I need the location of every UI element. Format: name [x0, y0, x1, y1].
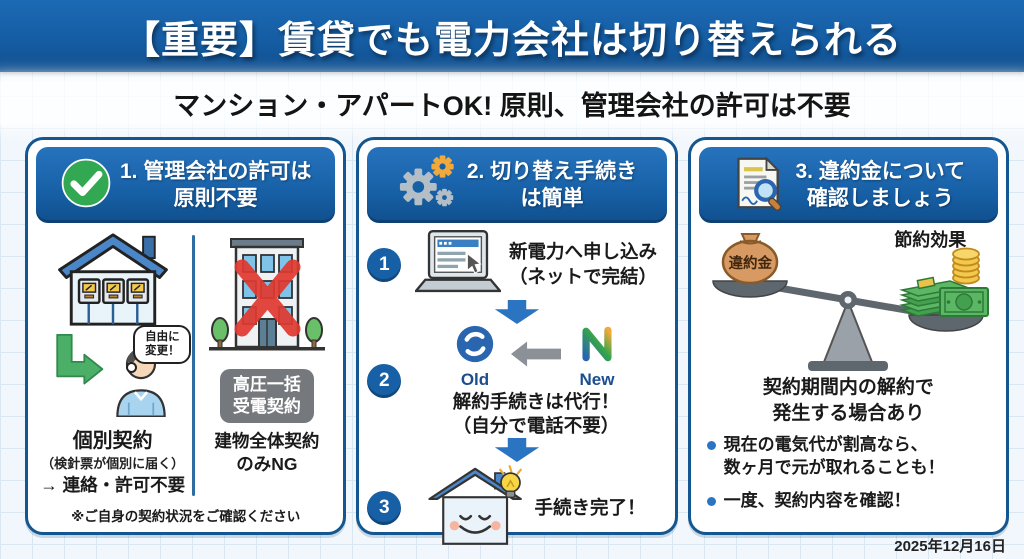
old-new-swap: Old: [455, 324, 617, 388]
free-change-illustration: [50, 333, 176, 422]
step-2: 2 Old: [367, 324, 666, 438]
individual-contract-column: 自由に 変更！ 個別契約 （検針票が個別に届く） → 連絡・許可不要: [36, 229, 192, 502]
house-with-meters-icon: [49, 229, 177, 334]
green-turn-arrow-icon: [50, 333, 106, 393]
step-1-number: 1: [367, 247, 402, 282]
arrow-down-2: [367, 438, 666, 463]
card-permission-body: 自由に 変更！ 個別契約 （検針票が個別に届く） → 連絡・許可不要: [36, 223, 335, 502]
card-procedure-title: 2. 切り替え手続き は簡単: [466, 159, 638, 210]
smiling-house-icon: [426, 462, 526, 553]
page-title: 【重要】賃貸でも電力会社は切り替えられる: [121, 19, 902, 62]
column-divider: [192, 235, 196, 496]
penalty-bullets: 現在の電気代が割高なら、 数ヶ月で元が取れることも！ 一度、契約内容を確認！: [699, 434, 998, 513]
laptop-icon: [413, 229, 503, 300]
individual-contract-label: 個別契約: [72, 430, 153, 452]
step-3: 3: [367, 462, 666, 553]
individual-contract-note: （検針票が個別に届く）: [41, 456, 185, 471]
step-1-text: 新電力へ申し込み （ネットで完結）: [508, 241, 657, 287]
penalty-caption: 契約期間内の解約で 発生する場合あり: [762, 377, 934, 424]
new-power-company-logo: [577, 324, 617, 369]
bullet-dot-icon: [706, 441, 716, 451]
savings-label: 節約効果: [894, 230, 967, 250]
bullet-item: 現在の電気代が割高なら、 数ヶ月で元が取れることも！: [706, 434, 996, 480]
step-3-text: 手続き完了！: [534, 496, 646, 518]
bulk-contract-column: 高圧一括 受電契約 建物全体契約 のみNG: [198, 229, 335, 502]
penalty-bag-label: 違約金: [728, 256, 773, 272]
old-power-company-logo: [455, 324, 495, 369]
card-penalty-header: 3. 違約金について 確認しましょう: [698, 147, 998, 223]
check-circle-icon: [60, 157, 112, 214]
card-procedure: 2. 切り替え手続き は簡単 1: [356, 137, 678, 545]
left-arrow-icon: [510, 341, 561, 372]
card-permission: 1. 管理会社の許可は 原則不要: [25, 137, 347, 535]
card-procedure-body: 1: [367, 223, 666, 556]
speech-bubble: 自由に 変更！: [126, 325, 192, 373]
gears-icon: [397, 154, 459, 216]
building-crossed-icon: [208, 231, 325, 362]
bulk-contract-caption: 建物全体契約 のみNG: [214, 431, 320, 474]
date-label: 2025年12月16日: [894, 538, 1006, 555]
card-penalty: 3. 違約金について 確認しましょう: [687, 137, 1009, 535]
bullet-text: 現在の電気代が割高なら、 数ヶ月で元が取れることも！: [723, 435, 945, 478]
subtitle-band: マンション・アパートOK! 原則、管理会社の許可は不要: [0, 82, 1024, 124]
individual-contract-result: → 連絡・許可不要: [40, 475, 186, 495]
step-3-number: 3: [367, 490, 402, 525]
balance-scale-illustration: 違約金 節約効果: [702, 226, 994, 372]
step-2-number: 2: [367, 364, 402, 399]
card-procedure-header: 2. 切り替え手続き は簡単: [367, 147, 667, 223]
step-1: 1: [367, 229, 666, 300]
document-magnifier-icon: [731, 155, 787, 216]
card-permission-title: 1. 管理会社の許可は 原則不要: [119, 159, 312, 210]
card-penalty-title: 3. 違約金について 確認しましょう: [795, 159, 966, 210]
page-subtitle: マンション・アパートOK! 原則、管理会社の許可は不要: [173, 90, 851, 121]
arrow-down-1: [367, 300, 666, 324]
card-permission-footnote: ※ご自身の契約状況をご確認ください: [71, 509, 301, 524]
top-banner: 【重要】賃貸でも電力会社は切り替えられる: [0, 0, 1024, 72]
step-2-text: 解約手続きは代行！ （自分で電話不要）: [452, 391, 620, 437]
card-penalty-body: 違約金 節約効果 契約期間内の解約で 発生する場合あり 現在の電気代が割高なら、…: [699, 223, 998, 526]
old-label: Old: [460, 370, 490, 389]
bullet-text: 一度、契約内容を確認！: [723, 491, 911, 511]
bullet-item: 一度、契約内容を確認！: [706, 490, 996, 513]
tenant-person-icon: [106, 341, 176, 422]
new-label: New: [579, 370, 615, 389]
card-permission-header: 1. 管理会社の許可は 原則不要: [36, 147, 336, 223]
cards-row: 1. 管理会社の許可は 原則不要: [25, 137, 1009, 545]
high-voltage-badge: 高圧一括 受電契約: [219, 369, 314, 424]
bullet-dot-icon: [706, 497, 716, 507]
